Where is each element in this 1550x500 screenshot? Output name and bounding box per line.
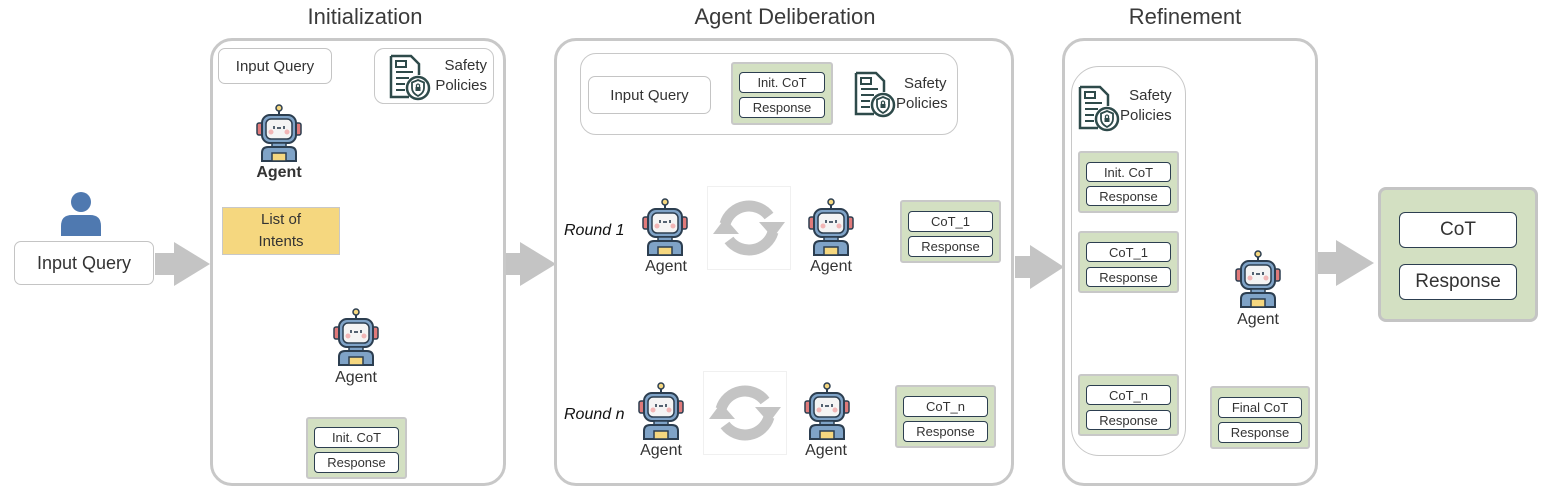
cot-pill: CoT_1	[1086, 242, 1171, 262]
agent-robot-icon	[808, 198, 854, 261]
stage-arrow-2	[505, 242, 556, 286]
response-pill: Response	[739, 97, 825, 118]
agent-robot-icon	[1235, 250, 1281, 313]
agent-label: Agent	[256, 164, 302, 181]
policy-label: Safety Policies	[435, 57, 487, 94]
cot-pill: CoT	[1399, 212, 1517, 248]
agent-robot-icon	[333, 308, 379, 371]
cot-pill: CoT_n	[1086, 385, 1171, 405]
final-cot-box: Final CoT Response	[1210, 386, 1310, 449]
history-cotn-box: CoT_n Response	[1078, 374, 1179, 436]
response-pill: Response	[314, 452, 399, 473]
agent-robot-icon	[642, 198, 688, 261]
round-label: Round 1	[564, 222, 625, 239]
stage-title-deliberation: Agent Deliberation	[694, 4, 876, 29]
agent-label: Agent	[640, 442, 682, 459]
response-pill: Response	[1086, 410, 1171, 430]
policy-label: Safety Policies	[896, 75, 948, 112]
round-label: Round n	[564, 406, 625, 423]
agent-label: Agent	[1237, 311, 1279, 328]
init-input-query: Input Query	[218, 48, 332, 84]
policy-document-icon	[387, 53, 431, 106]
agent-robot-icon	[804, 382, 850, 445]
agent-label: Agent	[335, 369, 377, 386]
stage-initialization	[210, 38, 506, 486]
round1-output-box: CoT_1 Response	[900, 200, 1001, 263]
delib-input-query: Input Query	[588, 76, 711, 114]
stage-arrow-4	[1318, 240, 1374, 286]
cot-pill: CoT_1	[908, 211, 993, 232]
init-cot-pill: Init. CoT	[314, 427, 399, 448]
agent-label: Agent	[810, 258, 852, 275]
cot-pill: CoT_n	[903, 396, 988, 417]
stage-title-refinement: Refinement	[1128, 4, 1242, 29]
user-input-query: Input Query	[14, 241, 154, 285]
response-pill: Response	[1086, 186, 1171, 206]
cycle-icon	[707, 186, 791, 275]
stage-arrow-3	[1015, 245, 1064, 289]
response-pill: Response	[903, 421, 988, 442]
agent-label: Agent	[805, 442, 847, 459]
final-cot-pill: Final CoT	[1218, 397, 1302, 418]
cycle-icon	[703, 371, 787, 460]
init-output-box: Init. CoT Response	[306, 417, 407, 479]
init-cot-pill: Init. CoT	[1086, 162, 1171, 182]
history-init-box: Init. CoT Response	[1078, 151, 1179, 213]
roundn-output-box: CoT_n Response	[895, 385, 996, 448]
response-pill: Response	[1399, 264, 1517, 300]
response-pill: Response	[1086, 267, 1171, 287]
final-output-box: CoT Response	[1378, 187, 1538, 322]
stage-arrow-1	[155, 242, 210, 286]
agent-robot-icon	[256, 104, 302, 167]
response-pill: Response	[908, 236, 993, 257]
policy-label: Safety Policies	[1120, 87, 1172, 124]
stage-title-initialization: Initialization	[307, 4, 423, 29]
delib-init-box: Init. CoT Response	[731, 62, 833, 125]
history-cot1-box: CoT_1 Response	[1078, 231, 1179, 293]
agent-robot-icon	[638, 382, 684, 445]
policy-document-icon	[852, 70, 896, 123]
agent-label: Agent	[645, 258, 687, 275]
user-icon	[58, 190, 104, 236]
policy-document-icon	[1076, 84, 1120, 137]
response-pill: Response	[1218, 422, 1302, 443]
init-safety-policies: Safety Policies	[374, 48, 494, 104]
init-cot-pill: Init. CoT	[739, 72, 825, 93]
